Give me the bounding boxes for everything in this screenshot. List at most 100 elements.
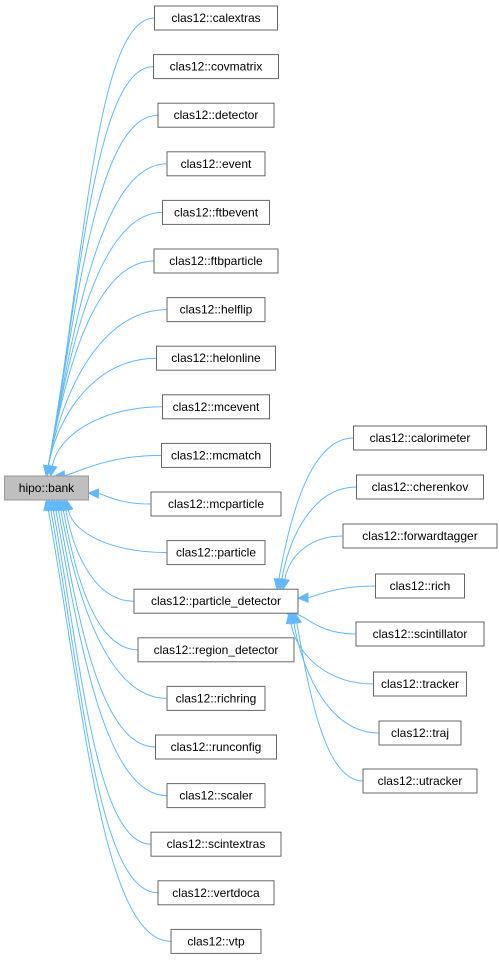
node-label: clas12::rich (390, 579, 451, 593)
node-clas12-cherenkov[interactable]: clas12::cherenkov (356, 474, 484, 500)
node-box (153, 248, 279, 274)
node-clas12-calextras[interactable]: clas12::calextras (154, 5, 278, 31)
node-clas12-particle[interactable]: clas12::particle (166, 540, 266, 566)
node-box (378, 720, 462, 746)
node-box (154, 5, 278, 31)
node-label: clas12::runconfig (171, 740, 262, 754)
edge-clas12-ftbevent-to-root (47, 211, 163, 467)
edge-clas12-traj-to-particle-detector (293, 622, 380, 734)
edge-clas12-scaler-to-root (55, 509, 168, 797)
edge-clas12-region-detector-to-root (62, 509, 139, 651)
node-label: clas12::covmatrix (170, 60, 263, 74)
node-label: clas12::scaler (179, 789, 252, 803)
node-clas12-tracker[interactable]: clas12::tracker (373, 671, 467, 697)
node-clas12-richring[interactable]: clas12::richring (166, 685, 266, 711)
edge-clas12-vtp-to-root-arrowhead (43, 498, 54, 512)
node-box (355, 621, 485, 647)
node-box (375, 573, 465, 599)
node-box (362, 768, 478, 794)
node-label: clas12::mcevent (173, 400, 260, 414)
node-label: clas12::region_detector (154, 643, 279, 657)
edge-clas12-mcevent-to-root (51, 406, 163, 467)
node-label: clas12::event (181, 157, 252, 171)
node-label: clas12::scintextras (167, 837, 266, 851)
node-box (166, 540, 266, 566)
node-clas12-vertdoca[interactable]: clas12::vertdoca (157, 880, 275, 906)
node-label: clas12::vertdoca (172, 886, 260, 900)
node-clas12-calorimeter[interactable]: clas12::calorimeter (353, 425, 487, 451)
node-label: clas12::traj (391, 726, 449, 740)
node-box (155, 734, 277, 760)
node-clas12-vtp[interactable]: clas12::vtp (170, 928, 262, 954)
node-clas12-event[interactable]: clas12::event (166, 151, 266, 177)
edge-clas12-scintextras-to-root (52, 509, 152, 845)
node-label: clas12::calextras (171, 11, 260, 25)
node-clas12-covmatrix[interactable]: clas12::covmatrix (153, 54, 279, 80)
node-clas12-scaler[interactable]: clas12::scaler (166, 783, 266, 809)
edge-clas12-vertdoca-to-root (50, 509, 159, 894)
node-clas12-runconfig[interactable]: clas12::runconfig (155, 734, 277, 760)
node-box (166, 783, 266, 809)
edge-clas12-ftbparticle-to-root (47, 260, 155, 467)
edge-clas12-calorimeter-to-particle-detector (278, 437, 354, 580)
node-label: clas12::cherenkov (372, 480, 469, 494)
node-label: clas12::mcparticle (168, 497, 264, 511)
node-label: clas12::mcmatch (171, 448, 261, 462)
node-box (373, 671, 467, 697)
node-box (150, 831, 282, 857)
node-clas12-mcparticle[interactable]: clas12::mcparticle (150, 491, 282, 517)
node-clas12-mcmatch[interactable]: clas12::mcmatch (161, 442, 271, 468)
node-box (162, 394, 270, 420)
node-clas12-region-detector[interactable]: clas12::region_detector (137, 637, 295, 663)
node-box (342, 523, 498, 549)
node-label: hipo::bank (19, 481, 75, 495)
node-box (133, 588, 299, 614)
node-box (157, 880, 275, 906)
node-box (156, 345, 276, 371)
edge-clas12-forwardtagger-to-particle-detector (284, 535, 344, 580)
node-clas12-forwardtagger[interactable]: clas12::forwardtagger (342, 523, 498, 549)
edge-clas12-vtp-to-root (47, 509, 172, 942)
edge-clas12-utracker-to-particle-detector (296, 622, 364, 782)
node-clas12-helonline[interactable]: clas12::helonline (156, 345, 276, 371)
node-box (356, 474, 484, 500)
node-clas12-ftbparticle[interactable]: clas12::ftbparticle (153, 248, 279, 274)
node-clas12-rich[interactable]: clas12::rich (375, 573, 465, 599)
edge-clas12-tracker-to-particle-detector (290, 622, 374, 685)
node-label: clas12::ftbparticle (169, 254, 263, 268)
node-box (170, 928, 262, 954)
node-label: clas12::tracker (381, 677, 459, 691)
node-hipo-bank[interactable]: hipo::bank (4, 475, 89, 501)
node-label: clas12::ftbevent (174, 205, 259, 219)
edge-clas12-event-to-root (47, 163, 168, 467)
node-clas12-traj[interactable]: clas12::traj (378, 720, 462, 746)
edge-clas12-rich-to-particle-detector (307, 585, 376, 599)
node-label: clas12::calorimeter (370, 431, 471, 445)
node-box (161, 442, 271, 468)
edge-clas12-helonline-to-root (47, 357, 157, 467)
node-box (166, 151, 266, 177)
node-clas12-utracker[interactable]: clas12::utracker (362, 768, 478, 794)
node-box (137, 637, 295, 663)
node-label: clas12::utracker (378, 774, 463, 788)
node-label: clas12::detector (174, 108, 259, 122)
node-clas12-particle-detector[interactable]: clas12::particle_detector (133, 588, 299, 614)
node-label: clas12::richring (176, 691, 257, 705)
node-clas12-detector[interactable]: clas12::detector (157, 102, 275, 128)
nodes-layer: hipo::bank clas12::calextrasclas12::covma… (4, 5, 498, 954)
node-label: clas12::particle_detector (151, 594, 281, 608)
edge-clas12-mcevent-to-root-arrowhead (47, 464, 58, 478)
edge-clas12-mcparticle-to-root (98, 493, 152, 505)
node-clas12-scintillator[interactable]: clas12::scintillator (355, 621, 485, 647)
node-clas12-mcevent[interactable]: clas12::mcevent (162, 394, 270, 420)
node-label: clas12::forwardtagger (362, 529, 477, 543)
node-clas12-scintextras[interactable]: clas12::scintextras (150, 831, 282, 857)
node-label: clas12::scintillator (373, 627, 468, 641)
edge-clas12-scintillator-to-particle-detector (295, 613, 357, 635)
node-clas12-ftbevent[interactable]: clas12::ftbevent (162, 199, 270, 225)
node-clas12-helflip[interactable]: clas12::helflip (166, 297, 266, 323)
edge-clas12-particle-to-root (67, 509, 168, 554)
edge-clas12-helflip-to-root (47, 309, 168, 467)
